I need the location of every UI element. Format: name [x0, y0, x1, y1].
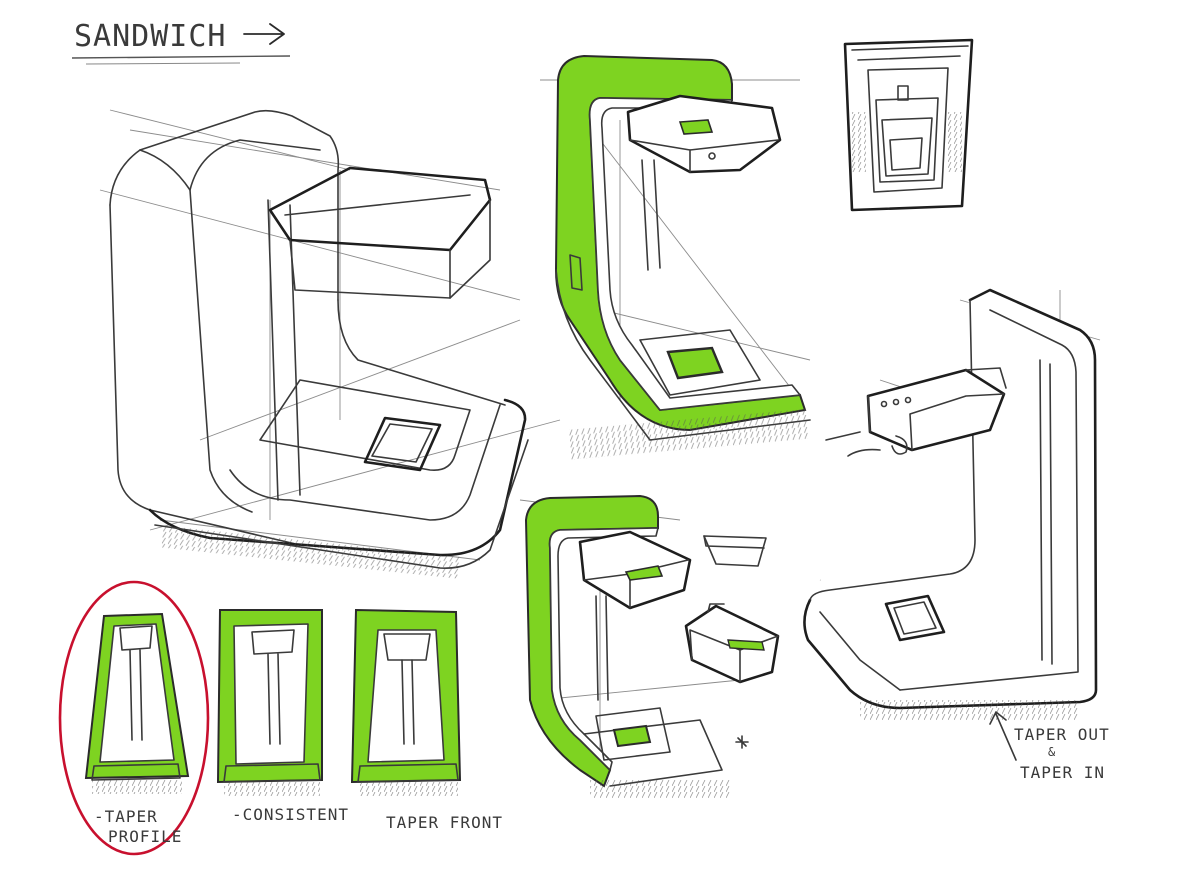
title-arrow-icon — [243, 23, 285, 45]
note-taper-out: TAPER OUT — [1014, 725, 1110, 744]
highlight-circle — [58, 580, 210, 856]
note-taper-front: TAPER FRONT — [386, 813, 503, 832]
note-taper-profile-1: -TAPER — [94, 807, 158, 826]
pointer-arrow-icon — [989, 711, 1017, 761]
variant-consistent — [216, 609, 323, 796]
green-sketch-bottom — [519, 494, 780, 798]
title-block: SANDWICH — [71, 19, 291, 65]
note-taper-profile-2: PROFILE — [108, 827, 182, 846]
variant-taper-front — [350, 608, 462, 796]
note-consistent: -CONSISTENT — [232, 805, 349, 824]
variant-taper-profile — [58, 580, 210, 856]
title-underline — [71, 55, 291, 59]
main-sketch — [99, 109, 561, 579]
title-text: SANDWICH — [74, 19, 227, 54]
note-ampersand: & — [1048, 745, 1056, 759]
front-view-sketch — [843, 38, 974, 212]
star-mark-icon — [735, 735, 749, 749]
title-underline-2 — [85, 62, 241, 65]
green-sketch-top — [540, 54, 811, 460]
note-taper-in: TAPER IN — [1020, 763, 1105, 782]
right-sketch — [803, 288, 1101, 720]
notes: -TAPER PROFILE -CONSISTENT TAPER FRONT T… — [94, 711, 1110, 846]
